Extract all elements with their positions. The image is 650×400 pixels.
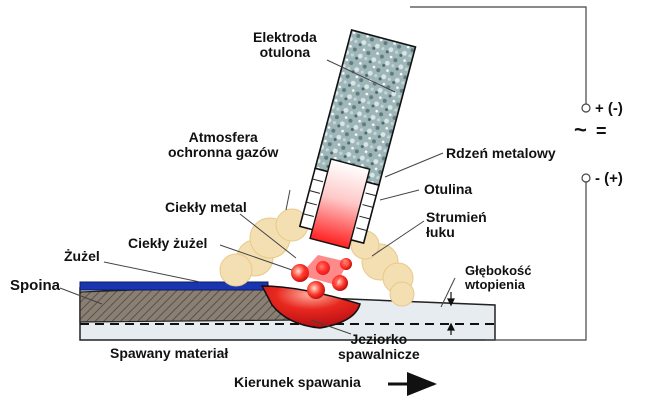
- dc-symbol: =: [596, 121, 607, 141]
- terminal-bottom: [581, 173, 591, 183]
- weld-pool: [260, 285, 361, 329]
- label-metal-core: Rdzeń metalowy: [446, 145, 556, 161]
- label-weld: Spoina: [10, 277, 61, 294]
- label-liquid-metal: Ciekły metal: [165, 199, 247, 215]
- circuit-wire-bottom: [485, 182, 587, 341]
- circuit-wire-top: [410, 6, 587, 104]
- label-liquid-slag: Ciekły żużel: [128, 235, 208, 251]
- electrode-metal-core: [309, 158, 371, 250]
- label-direction: Kierunek spawania: [234, 374, 361, 390]
- label-slag: Żużel: [64, 248, 100, 264]
- leader-lines: [59, 59, 456, 335]
- polarity-top-label: + (-): [595, 100, 623, 117]
- terminal-top: [581, 103, 591, 113]
- shield-gas-cloud: [219, 208, 415, 307]
- ac-symbol: ~: [574, 117, 587, 142]
- label-coating: Otulina: [424, 181, 473, 197]
- polarity-bottom-label: - (+): [595, 170, 623, 187]
- arc-stream: [300, 255, 348, 285]
- label-base-material: Spawany materiał: [110, 345, 229, 361]
- penetration-depth-marker: [447, 292, 455, 335]
